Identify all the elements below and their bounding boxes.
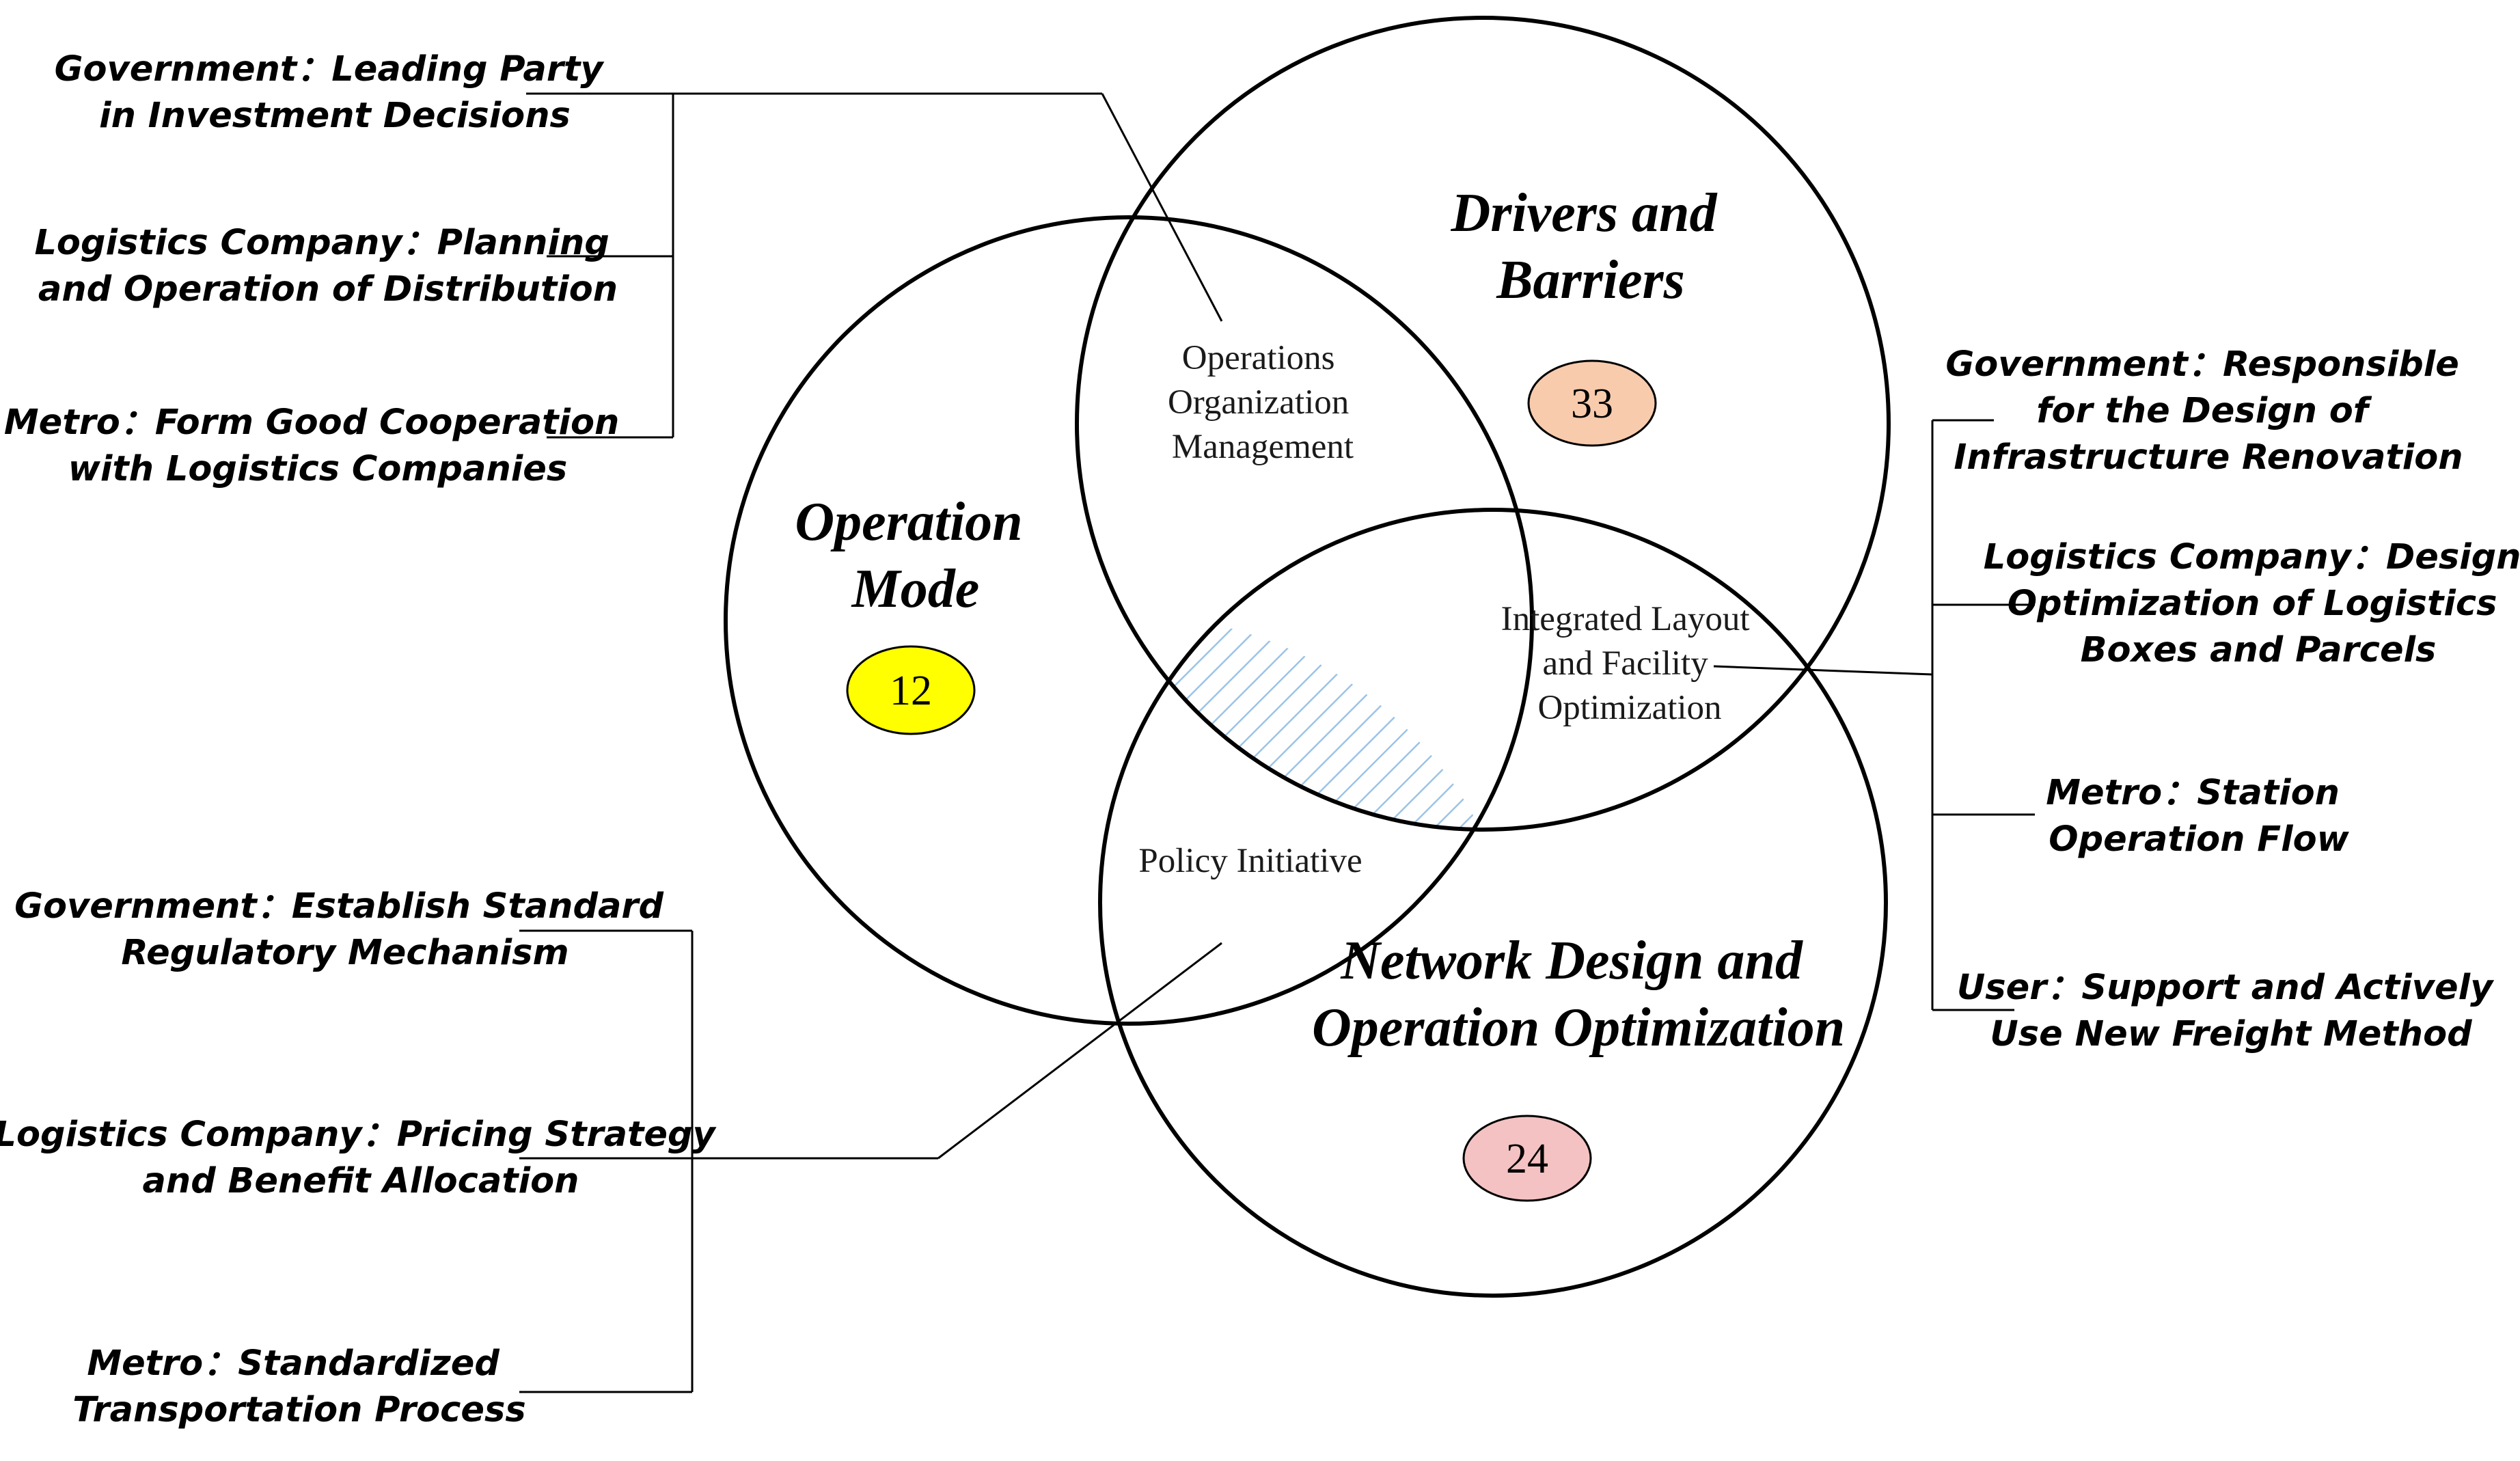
integrated-layout-label: Integrated Layout and Facility Optimizat… <box>1501 600 1759 727</box>
drivers-barriers-circle <box>1075 16 1891 832</box>
policy-metro: Metro：Standardized Transportation Proces… <box>72 1343 525 1430</box>
operation-mode-government: Government：Leading Party in Investment D… <box>55 49 616 136</box>
operation-mode-count: 12 <box>890 668 932 714</box>
network-design-logistics-company: Logistics Company：Design Optimization of… <box>1984 537 2520 670</box>
policy-initiative-label: Policy Initiative <box>1138 842 1362 880</box>
network-design-user: User：Support and Actively Use New Freigh… <box>1957 968 2505 1054</box>
drivers-barriers-title: Drivers and Barriers <box>1451 183 1731 310</box>
drivers-barriers-count-badge <box>1527 359 1657 447</box>
network-design-count: 24 <box>1506 1136 1548 1182</box>
operation-mode-leaders <box>526 92 1223 439</box>
operation-mode-count-badge <box>846 645 976 735</box>
operation-mode-metro: Metro：Form Good Cooperation with Logisti… <box>4 402 631 489</box>
network-design-leaders <box>1713 419 2035 1011</box>
operation-mode-logistics-company: Logistics Company：Planning and Operation… <box>34 223 621 310</box>
network-design-circle <box>1098 508 1888 1298</box>
network-design-government: Government：Responsible for the Design of… <box>1945 344 2471 478</box>
policy-leaders <box>519 929 1222 1393</box>
network-design-count-badge <box>1462 1115 1592 1202</box>
operations-management-label: Operations Organization Management <box>1168 339 1358 466</box>
network-design-metro: Metro：Station Operation Flow <box>2046 773 2351 860</box>
drivers-barriers-count: 33 <box>1571 381 1613 427</box>
operation-mode-title: Operation Mode <box>795 492 1036 619</box>
policy-government: Government：Establish Standard Regulatory… <box>14 886 676 973</box>
policy-logistics-company: Logistics Company：Pricing Strategy and B… <box>0 1115 728 1201</box>
operation-mode-circle <box>724 215 1534 1026</box>
network-design-title: Network Design and Operation Optimizatio… <box>1312 931 1845 1058</box>
